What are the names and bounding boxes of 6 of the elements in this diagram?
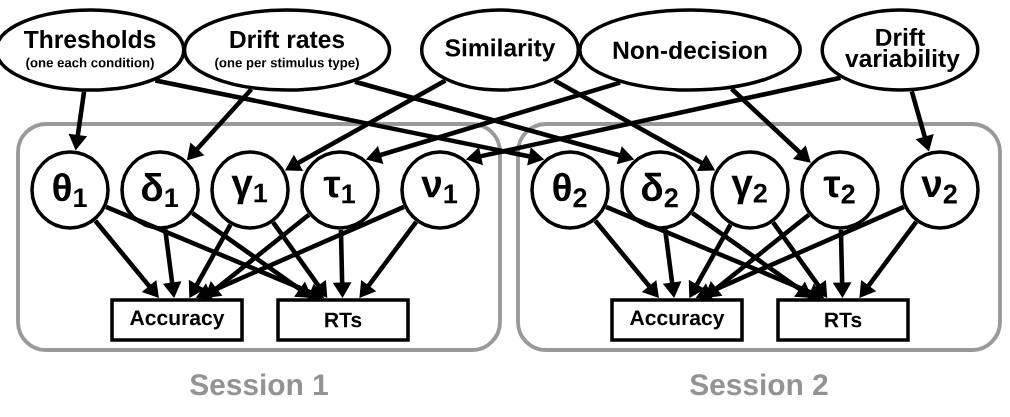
node-label: Session 2 [690, 373, 828, 396]
data-box: Accuracy [610, 298, 744, 342]
data-box: Accuracy [110, 298, 244, 342]
node-label: Session 1 [190, 373, 328, 396]
data-box: RTs [276, 298, 410, 342]
data-box: RTs [776, 298, 910, 342]
